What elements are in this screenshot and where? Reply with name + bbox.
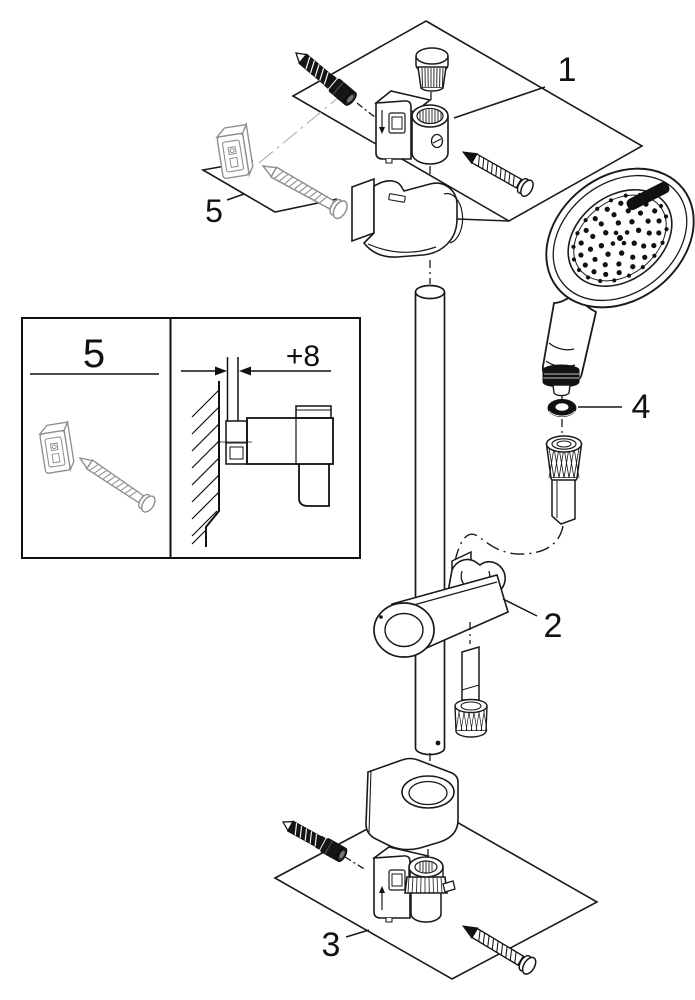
shower-hose: [454, 479, 576, 562]
top-wall-bracket: [374, 90, 449, 165]
glider-holder: [373, 550, 509, 659]
bottom-wall-bracket: [372, 846, 456, 923]
inset-callout-5: 5: [83, 332, 105, 376]
callout-5: 5: [205, 193, 223, 229]
top-bracket-screw: [457, 143, 537, 200]
wall-plug-screw: [257, 156, 351, 222]
hose-connector-nut: [545, 435, 583, 484]
rail-end-cap: [415, 47, 449, 92]
callout-2: 2: [544, 607, 563, 645]
spray-nozzles: [571, 192, 669, 284]
bottom-fixing-screw-dark: [278, 814, 350, 864]
top-fixing-screw-dark: [290, 46, 360, 108]
shower-rail: [414, 284, 446, 756]
wall-section: [191, 357, 239, 547]
wall-plug-group: [200, 92, 351, 222]
handle-ferrule: [542, 364, 580, 397]
glider-locking-pin: [454, 645, 488, 738]
top-mount-plane: [291, 20, 644, 222]
hand-shower-head: [545, 167, 695, 309]
inset-detail-box: 5 +8: [21, 317, 361, 559]
holder-cross-section: [218, 405, 334, 507]
brand-marking-band: [626, 181, 670, 211]
callout-4: 4: [632, 388, 651, 426]
bottom-bracket-screw: [457, 917, 540, 978]
wall-plug: [214, 123, 255, 180]
hose-washer: [547, 399, 577, 417]
rail-pin-hole: [435, 740, 441, 746]
callout-3: 3: [322, 926, 341, 964]
callout-1: 1: [558, 51, 577, 89]
bottom-cover: [365, 757, 459, 851]
inset-dimension-label: +8: [286, 340, 320, 373]
bracket-cover: [351, 177, 464, 258]
